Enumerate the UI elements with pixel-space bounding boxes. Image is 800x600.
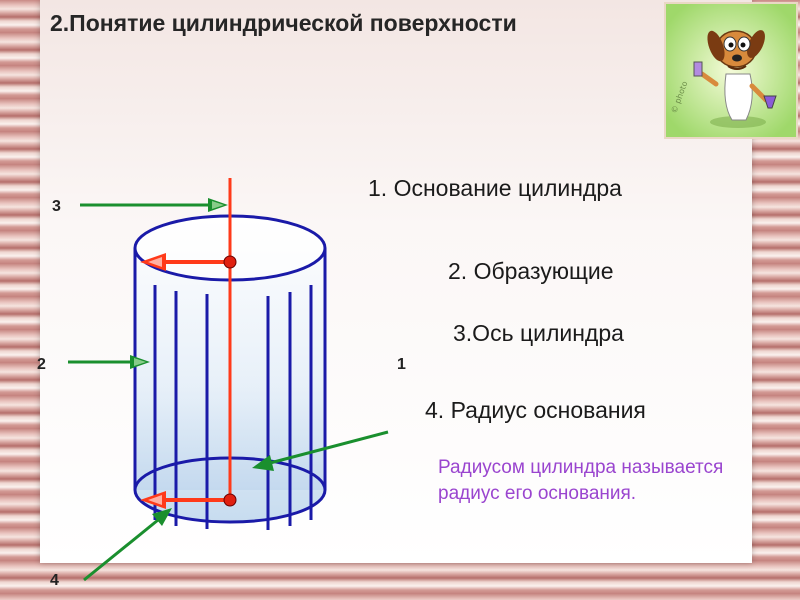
bottom-center-dot [223, 493, 237, 507]
pointer-number-2: 2 [37, 356, 46, 373]
label-base: 1. Основание цилиндра [368, 175, 622, 201]
label-axis: 3.Ось цилиндра [453, 320, 624, 346]
page-title: 2.Понятие цилиндрической поверхности [50, 10, 517, 36]
pointer-number-4: 4 [50, 572, 59, 589]
pointer-4 [83, 518, 159, 582]
cartoon-dog-scientist-icon: © photo [664, 2, 798, 139]
label-radius: 4. Радиус основания [425, 397, 646, 423]
pointer-number-3: 3 [52, 198, 61, 215]
pointer-1 [269, 430, 389, 465]
top-center-dot [223, 255, 237, 269]
label-generators: 2. Образующие [448, 258, 614, 284]
generator-lines [153, 285, 313, 530]
pointer-number-1: 1 [397, 356, 406, 373]
radius-definition: Радиусом цилиндра называется радиус его … [438, 457, 724, 504]
